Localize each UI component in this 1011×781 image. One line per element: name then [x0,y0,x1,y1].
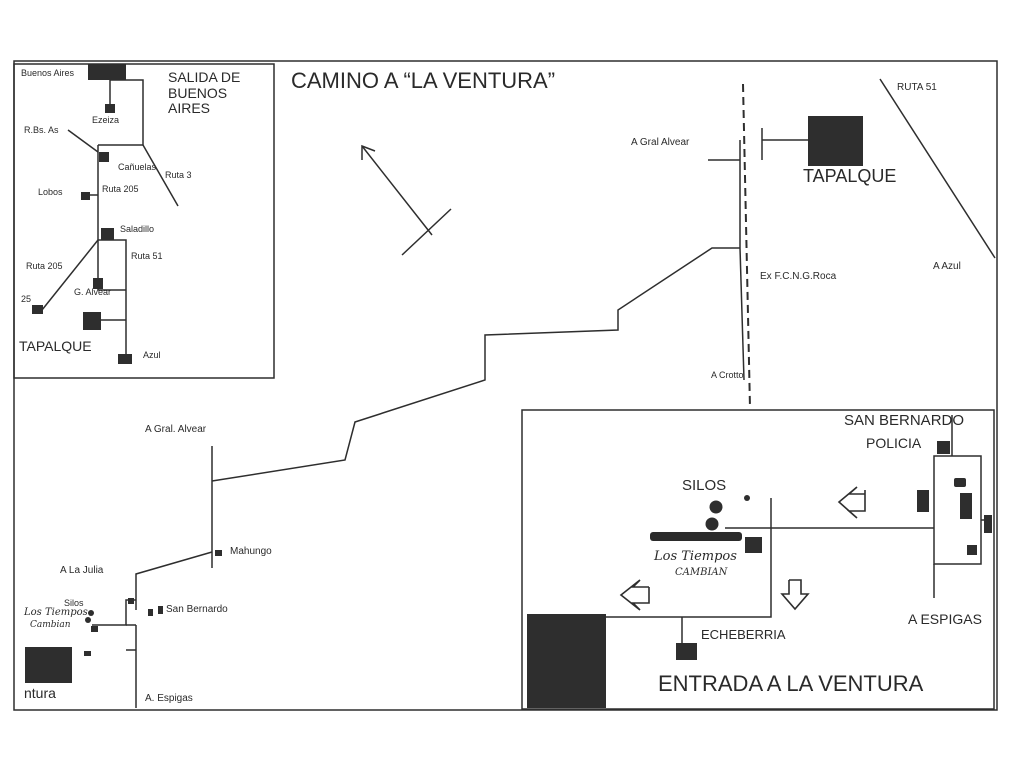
label-canuelas: Cañuelas [118,162,157,172]
ezeiza-square [105,104,115,113]
mahungo-square [215,550,222,556]
inset-heading-line-1: SALIDA DE [168,69,241,85]
label-ruta-205-b: Ruta 205 [26,261,63,271]
policia-square [937,441,950,454]
building-block-1 [917,490,929,512]
label-los-tiempos: Los Tiempos [654,549,737,564]
railway-line [742,83,751,409]
silo-small-icon-2 [88,610,94,616]
label-silos: SILOS [682,477,727,494]
label-silos-small: Silos [64,598,84,608]
alvear-square [93,278,103,289]
tapalque-block [808,116,863,166]
buenos-aires-block [88,64,126,80]
label-a-la-julia: A La Julia [60,565,104,576]
silo-small-icon-3 [85,617,91,623]
label-saladillo: Saladillo [120,224,155,234]
building-block-2 [960,493,972,519]
ventura-estate-block [527,614,606,708]
label-a-espigas: A ESPIGAS [908,611,982,627]
silo-icon-1 [709,500,723,514]
detail-map-border [521,409,995,710]
inset-heading-line-2: BUENOS [168,85,228,101]
building-square-4 [984,515,992,533]
label-policia: POLICIA [866,435,922,451]
crossed-out-text [650,532,742,541]
los-tiempos-small-square [91,626,98,632]
label-san-bernardo-small: San Bernardo [166,604,228,615]
building-square-3 [967,545,977,555]
lobos-square [81,192,90,200]
label-lobos: Lobos [38,187,63,197]
label-a-azul: A Azul [933,261,961,272]
label-cambian-small: Cambian [30,620,71,630]
label-a-gral-alvear-top: A Gral Alvear [631,137,690,148]
arrow-left-icon-2 [619,579,650,611]
label-buenos-aires: Buenos Aires [21,68,75,78]
label-a-crotto: A Crotto [711,370,744,380]
label-echeberria: ECHEBERRIA [701,627,786,642]
los-tiempos-square [745,537,762,553]
map-title: CAMINO A “LA VENTURA” [291,68,556,93]
label-cambian: CAMBIAN [675,567,728,578]
label-ruta-51: RUTA 51 [897,82,937,93]
silo-icon-2 [705,517,719,531]
north-arrow-icon [361,144,452,256]
san-bernardo-small-square-3 [158,606,163,614]
canuelas-square [99,152,109,162]
san-bernardo-small-square [128,598,134,604]
ventura-small-block [25,647,72,683]
label-a-gral-alvear-left: A Gral. Alvear [145,424,207,435]
label-g-alvear: G. Alvear [74,287,112,297]
arrow-down-icon [780,579,810,611]
label-ruta-51-inset: Ruta 51 [131,251,163,261]
azul-square [118,354,132,364]
saladillo-square [101,228,114,240]
label-azul-inset: Azul [143,350,161,360]
building-small-5 [954,478,966,487]
ventura-small-square [84,651,91,656]
label-ruta-3: Ruta 3 [165,170,192,180]
label-ruta-205-a: Ruta 205 [102,184,139,194]
inset-heading-line-3: AIRES [168,100,211,116]
tapalque-inset-block [83,312,101,330]
echeberria-square [676,643,697,660]
label-ventura-small: ntura [24,685,56,701]
label-route-25: 25 [21,294,32,304]
label-ex-fc: Ex F.C.N.G.Roca [760,271,837,282]
silo-small-icon [744,495,750,501]
san-bernardo-small-square-2 [148,609,153,616]
map-border [13,60,998,711]
label-tapalque: TAPALQUE [803,166,897,186]
route25-square [32,305,43,314]
label-entrada-a-la-ventura: ENTRADA A LA VENTURA [658,671,924,696]
label-los-tiempos-small: Los Tiempos [24,607,88,618]
label-a-espigas-small: A. Espigas [145,693,193,704]
inset-map-border [13,63,275,379]
label-ezeiza: Ezeiza [92,115,120,125]
label-r-bs-as: R.Bs. As [24,125,59,135]
arrow-left-icon [837,486,866,519]
label-tapalque-inset: TAPALQUE [19,338,92,354]
detail-roads [606,415,992,648]
label-san-bernardo: SAN BERNARDO [844,412,965,429]
label-mahungo: Mahungo [230,546,272,557]
